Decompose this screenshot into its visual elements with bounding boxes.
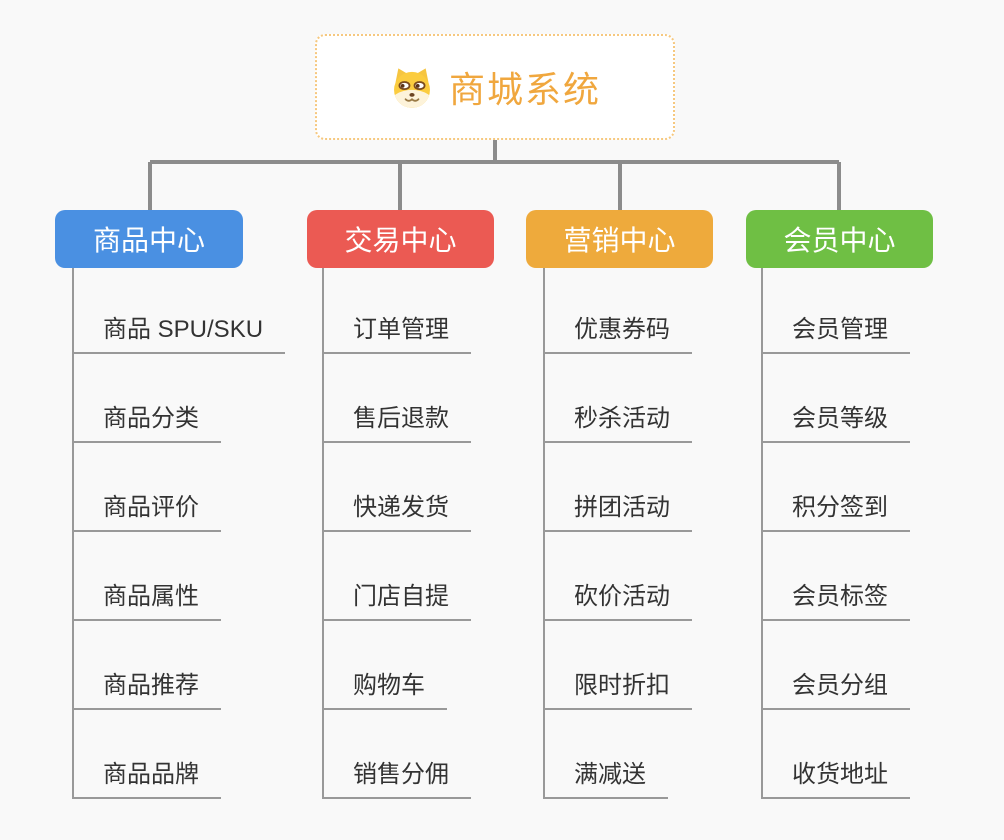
leaf-node[interactable]: 拼团活动 bbox=[544, 488, 692, 532]
leaf-node[interactable]: 会员分组 bbox=[762, 666, 910, 710]
leaf-node[interactable]: 商品属性 bbox=[73, 577, 221, 621]
branch-node-trade-center[interactable]: 交易中心 bbox=[307, 210, 494, 268]
leaf-node[interactable]: 限时折扣 bbox=[544, 666, 692, 710]
root-node[interactable]: 商城系统 bbox=[315, 34, 675, 140]
root-label: 商城系统 bbox=[448, 69, 601, 110]
branch-node-product-center[interactable]: 商品中心 bbox=[55, 210, 243, 268]
leaf-node[interactable]: 商品分类 bbox=[73, 399, 221, 443]
leaf-node[interactable]: 砍价活动 bbox=[544, 577, 692, 621]
leaf-node[interactable]: 会员管理 bbox=[762, 310, 910, 354]
leaf-node[interactable]: 积分签到 bbox=[762, 488, 910, 532]
leaf-node[interactable]: 收货地址 bbox=[762, 755, 910, 799]
leaf-node[interactable]: 优惠券码 bbox=[544, 310, 692, 354]
leaf-node[interactable]: 售后退款 bbox=[323, 399, 471, 443]
branch-node-member-center[interactable]: 会员中心 bbox=[746, 210, 933, 268]
doge-face-icon bbox=[389, 64, 435, 110]
leaf-node[interactable]: 门店自提 bbox=[323, 577, 471, 621]
leaf-node[interactable]: 会员标签 bbox=[762, 577, 910, 621]
leaf-node[interactable]: 商品 SPU/SKU bbox=[73, 310, 286, 354]
branch-node-marketing-center[interactable]: 营销中心 bbox=[526, 210, 713, 268]
leaf-node[interactable]: 商品推荐 bbox=[73, 666, 221, 710]
leaf-node[interactable]: 秒杀活动 bbox=[544, 399, 692, 443]
leaf-node[interactable]: 满减送 bbox=[544, 755, 668, 799]
leaf-node[interactable]: 销售分佣 bbox=[323, 755, 471, 799]
leaf-node[interactable]: 订单管理 bbox=[323, 310, 471, 354]
leaf-node[interactable]: 商品品牌 bbox=[73, 755, 221, 799]
leaf-node[interactable]: 商品评价 bbox=[73, 488, 221, 532]
leaf-node[interactable]: 购物车 bbox=[323, 666, 447, 710]
leaf-node[interactable]: 会员等级 bbox=[762, 399, 910, 443]
leaf-node[interactable]: 快递发货 bbox=[323, 488, 471, 532]
